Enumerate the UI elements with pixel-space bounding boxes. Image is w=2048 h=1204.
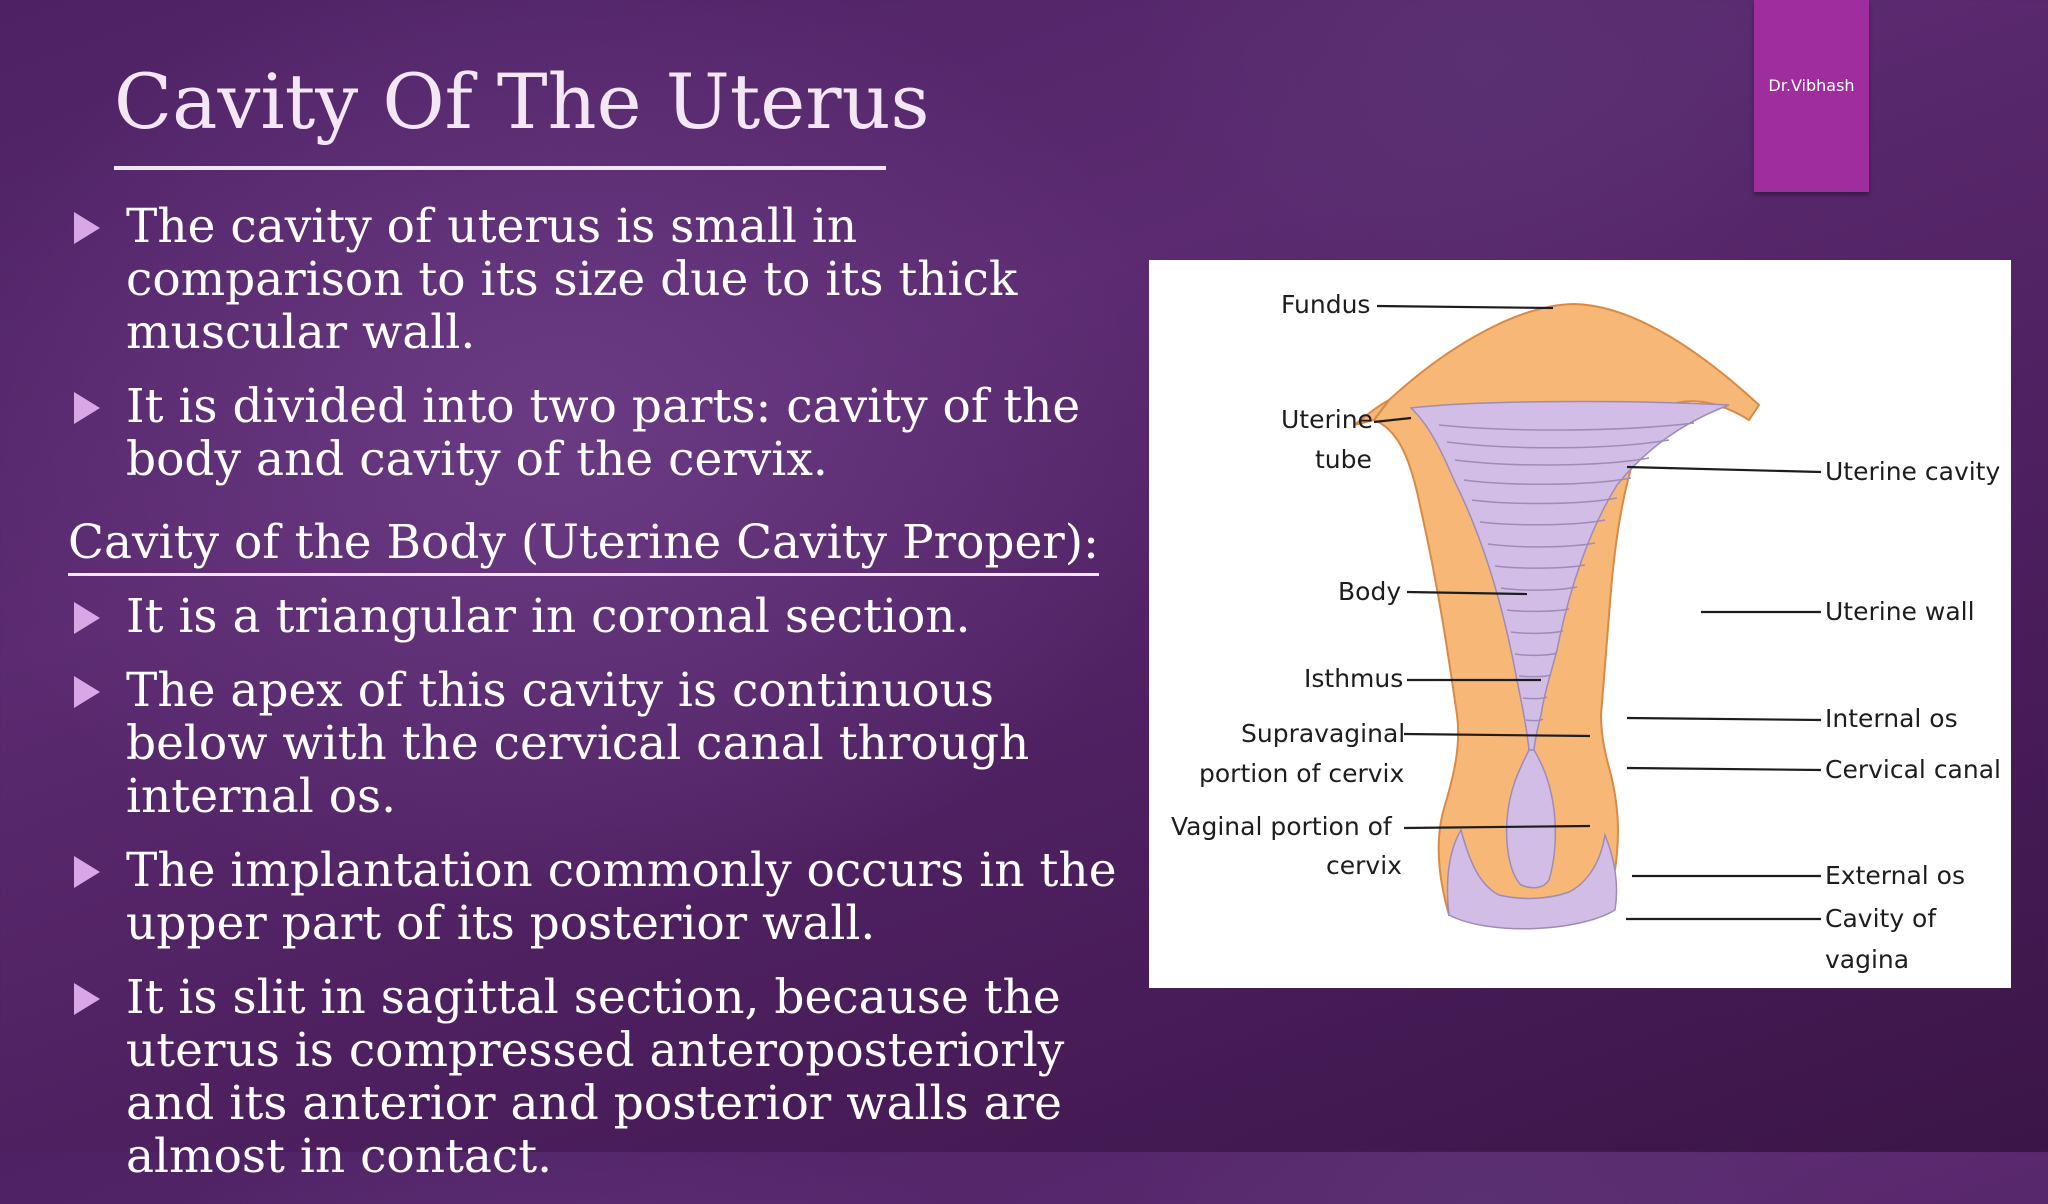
label-cavity-of-vagina-1: Cavity of [1825,904,1937,933]
uterus-diagram-svg: Fundus Uterine tube Body Isthmus Suprava… [1171,290,2001,974]
bullet-text: The cavity of uterus is small in compari… [126,199,1018,360]
label-fundus: Fundus [1281,290,1370,319]
bullet-item: The implantation commonly occurs in the … [68,844,1148,950]
label-internal-os: Internal os [1825,704,1958,733]
bullet-item: The cavity of uterus is small in compari… [68,200,1148,359]
vagina-cavity-shape [1446,828,1618,930]
slide-content: The cavity of uterus is small in compari… [68,200,1148,1204]
label-vaginal-portion-1: Vaginal portion of [1171,812,1393,841]
leader-lines [1373,304,1822,921]
bullet-item: It is a triangular in coronal section. [68,590,1148,643]
left-uterine-tube-shape [1353,399,1390,426]
author-label: Dr.Vibhash [1768,76,1855,95]
triangle-bullet-icon [74,392,100,424]
bullet-text: It is a triangular in coronal section. [126,589,971,644]
section-subheading: Cavity of the Body (Uterine Cavity Prope… [68,515,1099,576]
bullet-item: The apex of this cavity is continuous be… [68,664,1148,823]
bullet-item: It is slit in sagittal section, because … [68,971,1148,1183]
bullet-text: The apex of this cavity is continuous be… [126,663,1030,824]
label-body: Body [1338,577,1401,606]
label-isthmus: Isthmus [1304,664,1403,693]
label-cavity-of-vagina-2: vagina [1825,945,1909,974]
triangle-bullet-icon [74,856,100,888]
bullet-item: It is divided into two parts: cavity of … [68,380,1148,486]
uterus-diagram: Fundus Uterine tube Body Isthmus Suprava… [1149,260,2011,988]
label-uterine-tube-2: tube [1315,445,1372,474]
triangle-bullet-icon [74,602,100,634]
title-underline [114,166,886,170]
triangle-bullet-icon [74,212,100,244]
label-uterine-tube-1: Uterine [1281,405,1373,434]
slide-title: Cavity Of The Uterus [114,57,930,146]
label-uterine-wall: Uterine wall [1825,597,1975,626]
author-tab: Dr.Vibhash [1754,0,1869,192]
triangle-bullet-icon [74,983,100,1015]
label-vaginal-portion-2: cervix [1326,851,1402,880]
bullet-text: It is slit in sagittal section, because … [126,970,1065,1184]
label-supravaginal-1: Supravaginal [1241,719,1405,748]
label-supravaginal-2: portion of cervix [1199,759,1404,788]
bullet-text: It is divided into two parts: cavity of … [126,379,1081,487]
cavity-fold-lines [1438,422,1695,722]
cervical-canal-shape [1505,749,1557,889]
uterine-cavity-shape [1409,400,1730,751]
bullet-text: The implantation commonly occurs in the … [126,843,1117,951]
label-cervical-canal: Cervical canal [1825,755,2001,784]
triangle-bullet-icon [74,676,100,708]
label-uterine-cavity: Uterine cavity [1825,457,2000,486]
label-external-os: External os [1825,861,1965,890]
